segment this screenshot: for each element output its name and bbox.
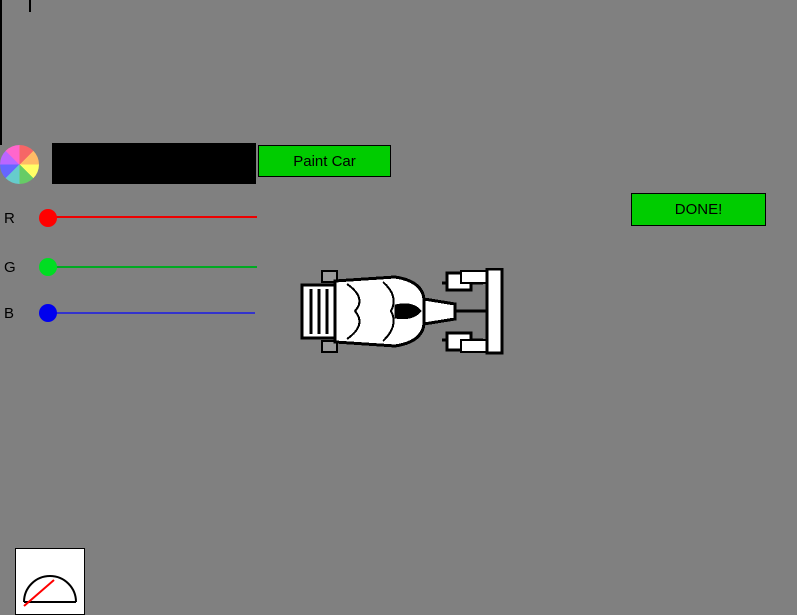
red-slider-track[interactable]: [48, 216, 257, 218]
done-button[interactable]: DONE!: [631, 193, 766, 226]
red-slider-knob[interactable]: [39, 209, 57, 227]
green-slider-track[interactable]: [48, 266, 257, 268]
speedometer-dial-icon: [23, 575, 77, 607]
car-sprite-graphic: [300, 267, 504, 355]
color-wheel-icon[interactable]: [0, 145, 39, 184]
paint-car-button[interactable]: Paint Car: [258, 145, 391, 177]
color-preview-swatch: [52, 143, 256, 184]
race-car-sprite[interactable]: [295, 267, 510, 355]
slider-label-blue: B: [4, 305, 15, 322]
gauge-needle: [23, 579, 55, 607]
speedometer-gauge: [15, 548, 85, 615]
slider-label-green: G: [4, 259, 16, 276]
blue-slider-track[interactable]: [48, 312, 255, 314]
cursor-mark: [29, 0, 31, 12]
blue-slider-knob[interactable]: [39, 304, 57, 322]
slider-label-red: R: [4, 210, 15, 227]
left-edge-line: [0, 0, 2, 145]
green-slider-knob[interactable]: [39, 258, 57, 276]
